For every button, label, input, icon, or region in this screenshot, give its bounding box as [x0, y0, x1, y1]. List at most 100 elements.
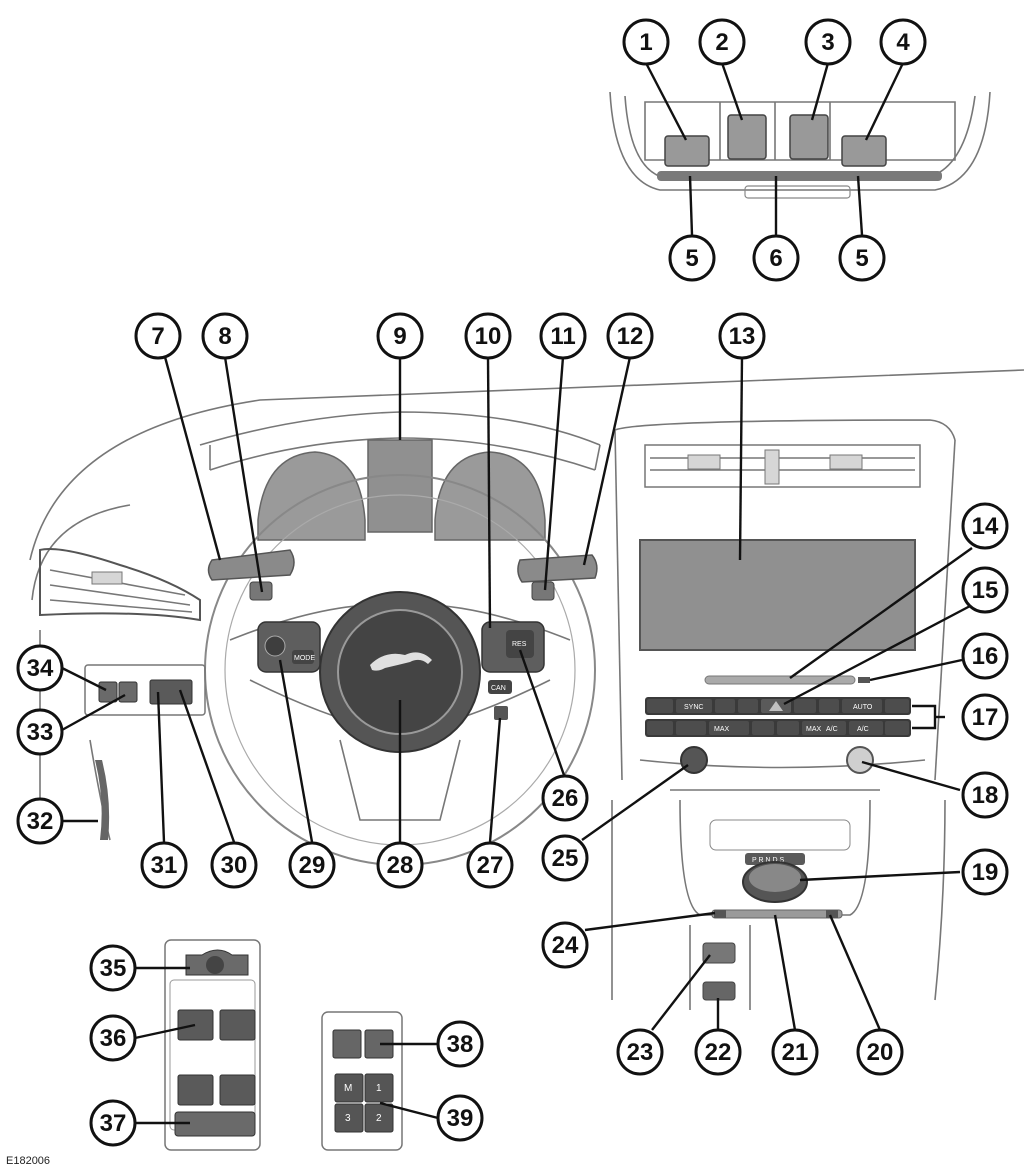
callout-circle	[539, 312, 587, 360]
callout-number: 11	[550, 323, 575, 350]
callout-circle	[16, 708, 64, 756]
callout-28: 28	[376, 841, 424, 889]
tuning-knob[interactable]	[846, 746, 874, 774]
touchscreen[interactable]	[639, 539, 916, 651]
window-switch-front-left[interactable]	[177, 1009, 214, 1041]
sync-label: SYNC	[684, 704, 703, 711]
callout-circle	[541, 921, 589, 969]
callout-circle	[201, 312, 249, 360]
callout-20: 20	[856, 1028, 904, 1076]
callout-34: 34	[16, 644, 64, 692]
temp-down-left-button[interactable]	[647, 721, 673, 735]
window-switch-rear-left[interactable]	[177, 1074, 214, 1106]
callout-number: 36	[100, 1025, 127, 1052]
switch-33[interactable]	[118, 681, 138, 703]
callout-12: 12	[606, 312, 654, 360]
callout-24: 24	[541, 921, 589, 969]
wiper-stalk[interactable]	[517, 554, 598, 583]
memory-m-label: M	[344, 1083, 352, 1094]
callout-number: 24	[552, 932, 579, 959]
callout-35: 35	[89, 944, 137, 992]
ac-button[interactable]	[849, 721, 883, 735]
callout-number: 9	[393, 323, 406, 350]
switch-32[interactable]	[95, 760, 110, 840]
switch-24[interactable]	[714, 910, 726, 918]
callout-number: 39	[447, 1105, 474, 1132]
temp-down-right-button[interactable]	[885, 721, 909, 735]
overhead-console	[609, 91, 991, 199]
switch-23[interactable]	[702, 942, 736, 964]
callout-number: 7	[151, 323, 164, 350]
callout-number: 21	[782, 1039, 809, 1066]
callout-11: 11	[539, 312, 587, 360]
callout-number: 5	[855, 245, 868, 272]
callout-32: 32	[16, 797, 64, 845]
callout-5: 5	[668, 234, 716, 282]
callout-number: 37	[100, 1110, 127, 1137]
indicator-light	[858, 677, 870, 683]
temp-up-left-button[interactable]	[647, 699, 673, 713]
callout-number: 30	[221, 852, 248, 879]
callout-number: 1	[639, 29, 652, 56]
callout-number: 22	[705, 1039, 732, 1066]
switch-20[interactable]	[826, 910, 838, 918]
callout-number: 10	[475, 323, 502, 350]
callout-circle	[376, 312, 424, 360]
volume-knob[interactable]	[680, 746, 708, 774]
callout-13: 13	[718, 312, 766, 360]
auto-button[interactable]	[842, 699, 882, 713]
sync-button[interactable]	[676, 699, 712, 713]
window-switch-rear-right[interactable]	[219, 1074, 256, 1106]
callout-number: 3	[821, 29, 834, 56]
dashboard: MODE RES CAN	[29, 369, 1024, 866]
reading-lamp-left-button[interactable]	[664, 135, 710, 167]
callout-number: 12	[617, 323, 644, 350]
callout-number: 29	[299, 852, 326, 879]
lighting-stalk[interactable]	[207, 549, 295, 581]
sunblind-switch[interactable]	[789, 114, 829, 160]
temp-up-right-button[interactable]	[885, 699, 909, 713]
switch-22[interactable]	[702, 981, 736, 1001]
window-switch-front-right[interactable]	[219, 1009, 256, 1041]
central-lock-button[interactable]	[332, 1029, 362, 1059]
callout-30: 30	[210, 841, 258, 889]
max-defrost-label: MAX	[714, 726, 730, 733]
callout-circle	[89, 1099, 137, 1147]
memory-button-2[interactable]	[364, 1103, 394, 1133]
callout-circle	[961, 771, 1009, 819]
switch-34[interactable]	[98, 681, 118, 703]
callout-circle	[961, 502, 1009, 550]
callout-number: 25	[552, 845, 579, 872]
reading-lamp-right-button[interactable]	[841, 135, 887, 167]
callout-25: 25	[541, 834, 589, 882]
callout-circle	[89, 1014, 137, 1062]
max-defrost-button[interactable]	[709, 721, 749, 735]
switch-31-30-panel[interactable]	[149, 679, 193, 705]
callout-circle	[140, 841, 188, 889]
callout-circle	[879, 18, 927, 66]
callout-number: 38	[447, 1031, 474, 1058]
sunroof-switch[interactable]	[727, 114, 767, 160]
max-ac-label-ac: A/C	[826, 726, 838, 733]
callout-circle	[16, 644, 64, 692]
callout-circle	[718, 312, 766, 360]
steering-wheel-paddle-right[interactable]	[494, 706, 508, 720]
max-ac-button[interactable]	[802, 721, 846, 735]
callout-15: 15	[961, 566, 1009, 614]
memory-button-1[interactable]	[364, 1073, 394, 1103]
memory-button-m[interactable]	[334, 1073, 364, 1103]
callout-7: 7	[134, 312, 182, 360]
climate-panel-top-row: SYNC AUTO	[645, 697, 911, 715]
callout-circle	[771, 1028, 819, 1076]
callout-circle	[16, 797, 64, 845]
memory-button-3[interactable]	[334, 1103, 364, 1133]
leader-lines	[61, 62, 973, 1125]
jaguar-leaper-emblem	[370, 652, 432, 671]
callout-number: 28	[387, 852, 414, 879]
callout-18: 18	[961, 771, 1009, 819]
callout-37: 37	[89, 1099, 137, 1147]
gear-selector[interactable]: P R N D S	[742, 853, 808, 903]
callout-31: 31	[140, 841, 188, 889]
callout-number: 4	[896, 29, 910, 56]
